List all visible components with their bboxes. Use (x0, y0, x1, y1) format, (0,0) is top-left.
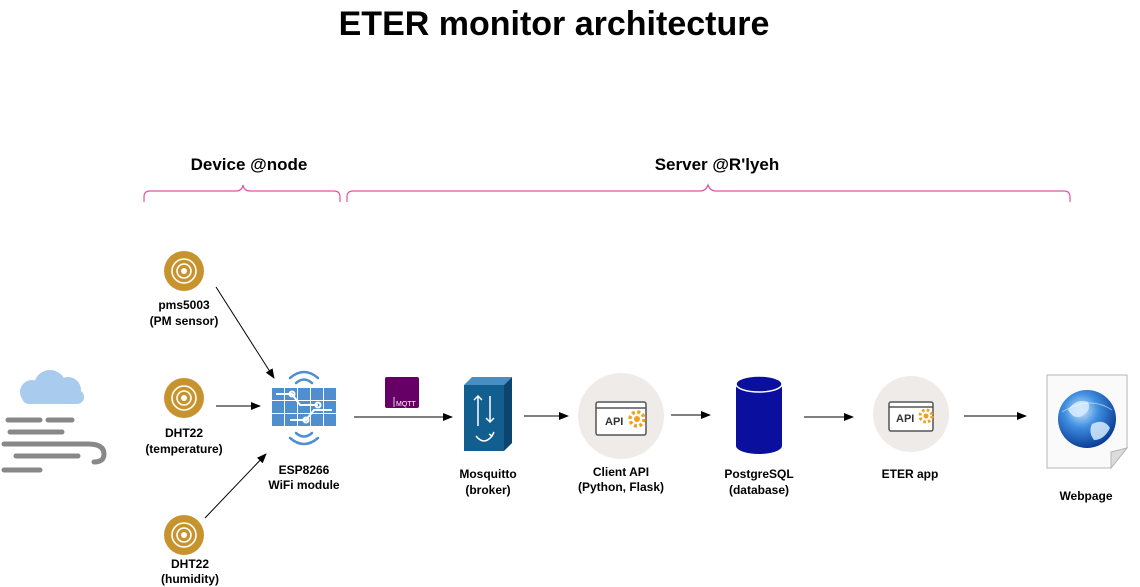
sensor-signal-icon (164, 378, 204, 418)
sensor-name: DHT22 (171, 557, 209, 571)
sensor-signal-icon (164, 251, 204, 291)
sensor-desc: (PM sensor) (150, 314, 219, 328)
api-gear-icon: API (873, 376, 949, 452)
client-api-icon-text: API (605, 416, 623, 428)
mqtt-badge: MQTT (385, 377, 419, 408)
edge-humidity-to-esp (204, 453, 267, 519)
database-cylinder-icon (735, 375, 783, 454)
device-brace (143, 184, 341, 202)
database-name: PostgreSQL (724, 467, 793, 481)
globe-page-icon (1046, 374, 1129, 470)
edge-pms-to-esp (215, 286, 275, 379)
server-brace (346, 183, 1071, 202)
device-section-label: Device @node (191, 155, 308, 174)
api-gear-icon: API (578, 373, 664, 459)
sensor-name: pms5003 (158, 298, 210, 312)
database-desc: (database) (729, 483, 789, 497)
esp-desc: WiFi module (268, 478, 340, 492)
cloud-wind-icon (1, 370, 107, 473)
broker-desc: (broker) (465, 483, 510, 497)
app-name: ETER app (882, 467, 939, 481)
chip-wifi-icon (272, 370, 336, 446)
sensor-name: DHT22 (165, 426, 203, 440)
client-api-name: Client API (593, 465, 649, 479)
webpage-name: Webpage (1059, 489, 1112, 503)
diagram-title: ETER monitor architecture (339, 5, 770, 43)
sensor-desc: (humidity) (161, 572, 219, 586)
app-icon-text: API (896, 413, 914, 425)
sensor-desc: (temperature) (145, 442, 222, 456)
sensor-signal-icon (164, 515, 204, 555)
esp-name: ESP8266 (279, 463, 330, 477)
server-rack-icon (464, 377, 512, 451)
mqtt-badge-label: MQTT (396, 401, 417, 408)
client-api-desc: (Python, Flask) (578, 480, 664, 494)
broker-name: Mosquitto (459, 467, 516, 481)
server-section-label: Server @R'lyeh (655, 155, 780, 174)
